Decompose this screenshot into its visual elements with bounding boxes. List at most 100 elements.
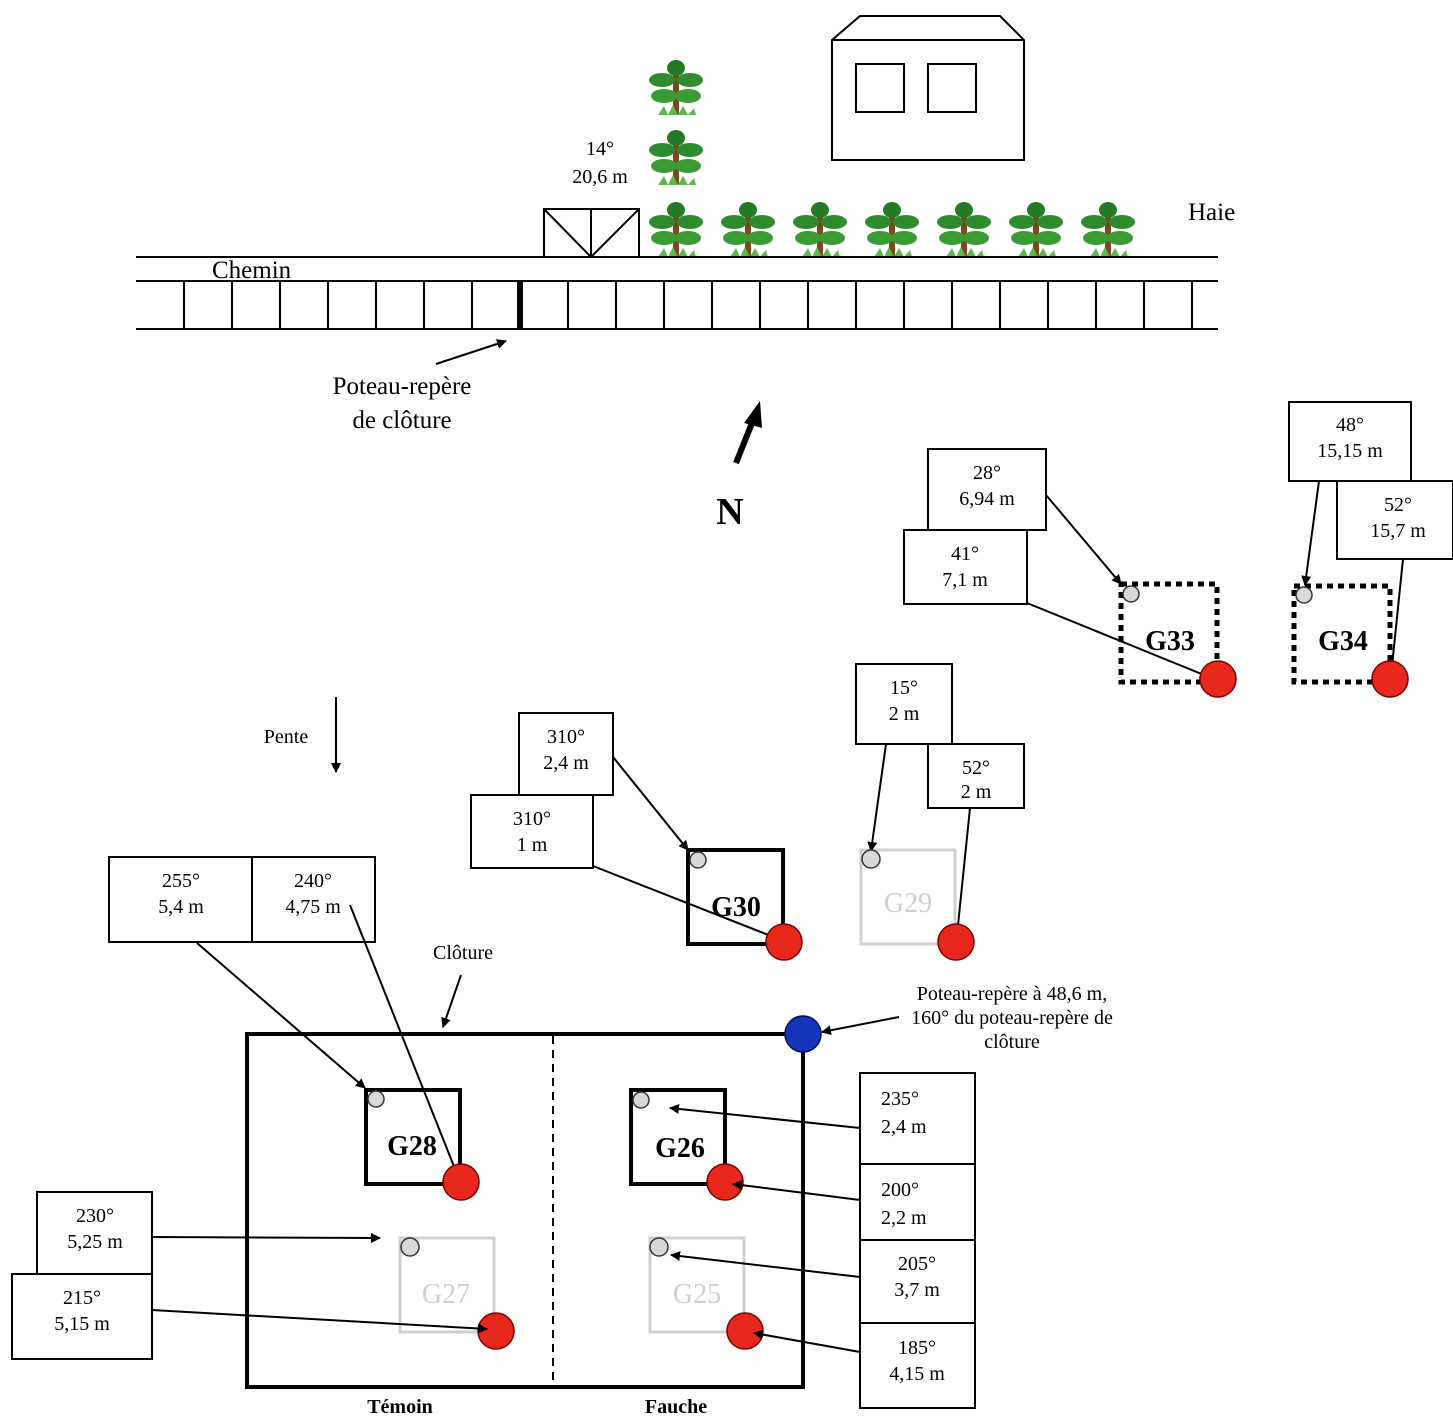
measure-box-g25-a: 205° 3,7 m (859, 1239, 976, 1324)
svg-text:52°: 52° (962, 757, 990, 779)
plot-g28 (364, 1088, 462, 1186)
svg-text:48°: 48° (1336, 414, 1364, 436)
house-icon (831, 15, 1025, 161)
fence-label: Clôture (433, 942, 493, 964)
svg-text:41°: 41° (951, 543, 979, 565)
measure-box-g25-b: 185° 4,15 m (859, 1322, 976, 1409)
corner-marker-grey (861, 849, 881, 869)
post-label-line1: Poteau-repère (333, 373, 472, 400)
measure-box-g30-b: 310° 1 m (470, 794, 594, 869)
corner-marker-red (1199, 660, 1237, 698)
plot-g25 (648, 1236, 746, 1334)
plot-g33 (1118, 581, 1220, 685)
road-label: Chemin (212, 257, 292, 284)
corner-marker-grey (367, 1090, 385, 1108)
measure-box-g30-a: 310° 2,4 m (518, 712, 614, 796)
plot-g33-label: G33 (1145, 626, 1195, 657)
slope-label: Pente (264, 726, 309, 748)
measure-box-g34-b: 52° 15,7 m (1336, 480, 1453, 560)
corner-marker-red (1371, 660, 1409, 698)
measure-box-g27-b: 215° 5,15 m (11, 1273, 153, 1360)
corner-marker-red (726, 1312, 764, 1350)
tree-icon (1009, 202, 1063, 257)
gate-distance: 20,6 m (572, 166, 628, 188)
svg-text:205°: 205° (898, 1253, 936, 1275)
post-arrow (435, 339, 507, 365)
measure-box-g26-b: 200° 2,2 m (859, 1163, 976, 1241)
tree-icon (865, 202, 919, 257)
control-label: Témoin (367, 1396, 433, 1417)
measure-box-g27-a: 230° 5,25 m (36, 1191, 153, 1275)
tree-icon (649, 202, 703, 257)
svg-text:2,4 m: 2,4 m (543, 752, 589, 774)
measure-box-g33-a: 28° 6,94 m (927, 448, 1047, 531)
svg-text:1 m: 1 m (517, 834, 548, 856)
tree-icon (649, 130, 703, 185)
svg-text:235°: 235° (881, 1088, 919, 1110)
plot-g26-label: G26 (655, 1133, 705, 1164)
svg-text:52°: 52° (1384, 494, 1412, 516)
corner-marker-grey (1295, 586, 1313, 604)
svg-text:5,4 m: 5,4 m (158, 896, 204, 918)
svg-text:310°: 310° (513, 808, 551, 830)
tree-icon (721, 202, 775, 257)
blue-reference-post (784, 1015, 822, 1053)
plot-g26 (629, 1088, 727, 1186)
fenced-enclosure (245, 1032, 805, 1389)
fence-arrow (441, 974, 462, 1028)
svg-text:255°: 255° (162, 870, 200, 892)
svg-text:2 m: 2 m (961, 781, 992, 803)
plot-g30 (686, 848, 785, 946)
measure-box-g33-b: 41° 7,1 m (903, 529, 1028, 605)
fence-reference-post (517, 281, 523, 329)
gate-bearing: 14° (586, 138, 614, 160)
hedge-label: Haie (1188, 199, 1235, 226)
post-label-line2: de clôture (352, 407, 451, 434)
corner-marker-red (765, 923, 803, 961)
measure-box-g28-b: 240° 4,75 m (251, 856, 376, 943)
corner-marker-red (442, 1163, 480, 1201)
svg-text:3,7 m: 3,7 m (894, 1279, 940, 1301)
corner-marker-red (477, 1312, 515, 1350)
svg-text:230°: 230° (76, 1205, 114, 1227)
svg-text:215°: 215° (63, 1287, 101, 1309)
svg-text:7,1 m: 7,1 m (942, 569, 988, 591)
plot-g29-label: G29 (884, 888, 932, 919)
svg-text:2,4 m: 2,4 m (881, 1116, 927, 1138)
tree-icon (649, 60, 703, 115)
measure-box-g34-a: 48° 15,15 m (1288, 401, 1412, 482)
blue-post-line1: Poteau-repère à 48,6 m, (917, 983, 1107, 1005)
measure-box-g29-a: 15° 2 m (855, 663, 953, 745)
blue-post-line3: clôture (984, 1031, 1040, 1053)
svg-text:2,2 m: 2,2 m (881, 1207, 927, 1229)
north-label: N (716, 491, 743, 533)
tree-icon (1081, 202, 1135, 257)
plot-g25-label: G25 (673, 1279, 721, 1310)
svg-text:240°: 240° (294, 870, 332, 892)
tree-icon (793, 202, 847, 257)
corner-marker-red (937, 923, 975, 961)
plot-g27 (398, 1236, 496, 1334)
svg-text:4,75 m: 4,75 m (285, 896, 341, 918)
plot-g34-label: G34 (1318, 626, 1368, 657)
plot-g28-label: G28 (387, 1131, 437, 1162)
svg-text:185°: 185° (898, 1337, 936, 1359)
svg-text:5,15 m: 5,15 m (54, 1313, 110, 1335)
svg-text:4,15 m: 4,15 m (889, 1363, 945, 1385)
gate-icon (543, 208, 640, 258)
svg-text:310°: 310° (547, 726, 585, 748)
measure-box-g28-a: 255° 5,4 m (108, 856, 253, 943)
svg-text:5,25 m: 5,25 m (67, 1231, 123, 1253)
svg-text:28°: 28° (973, 462, 1001, 484)
corner-marker-grey (1122, 585, 1140, 603)
plot-g34 (1291, 583, 1393, 685)
tree-icon (937, 202, 991, 257)
mowing-label: Fauche (645, 1396, 707, 1417)
road-and-fence (136, 256, 1218, 330)
svg-text:15,7 m: 15,7 m (1370, 520, 1426, 542)
corner-marker-grey (400, 1237, 420, 1257)
corner-marker-grey (689, 851, 707, 869)
svg-text:6,94 m: 6,94 m (959, 488, 1015, 510)
svg-text:2 m: 2 m (889, 703, 920, 725)
